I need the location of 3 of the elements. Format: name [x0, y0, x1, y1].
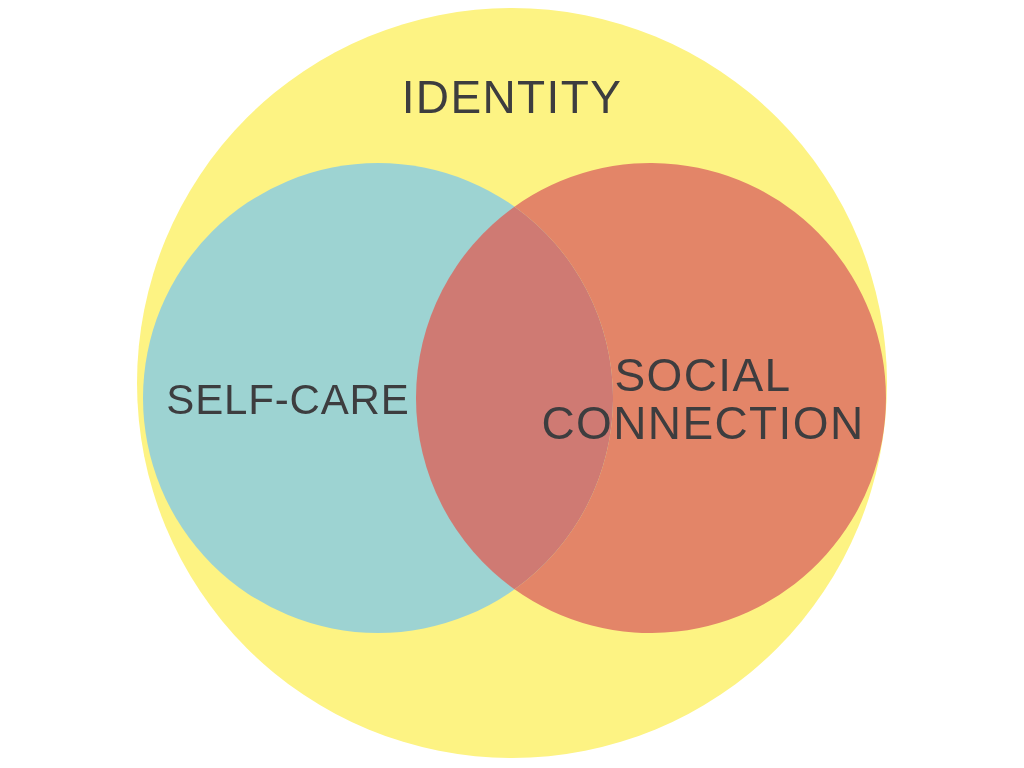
circle-label: IDENTITY — [400, 70, 624, 124]
circle-label: SELF-CARE — [165, 375, 411, 425]
circle-label: SOCIAL CONNECTION — [540, 351, 866, 447]
